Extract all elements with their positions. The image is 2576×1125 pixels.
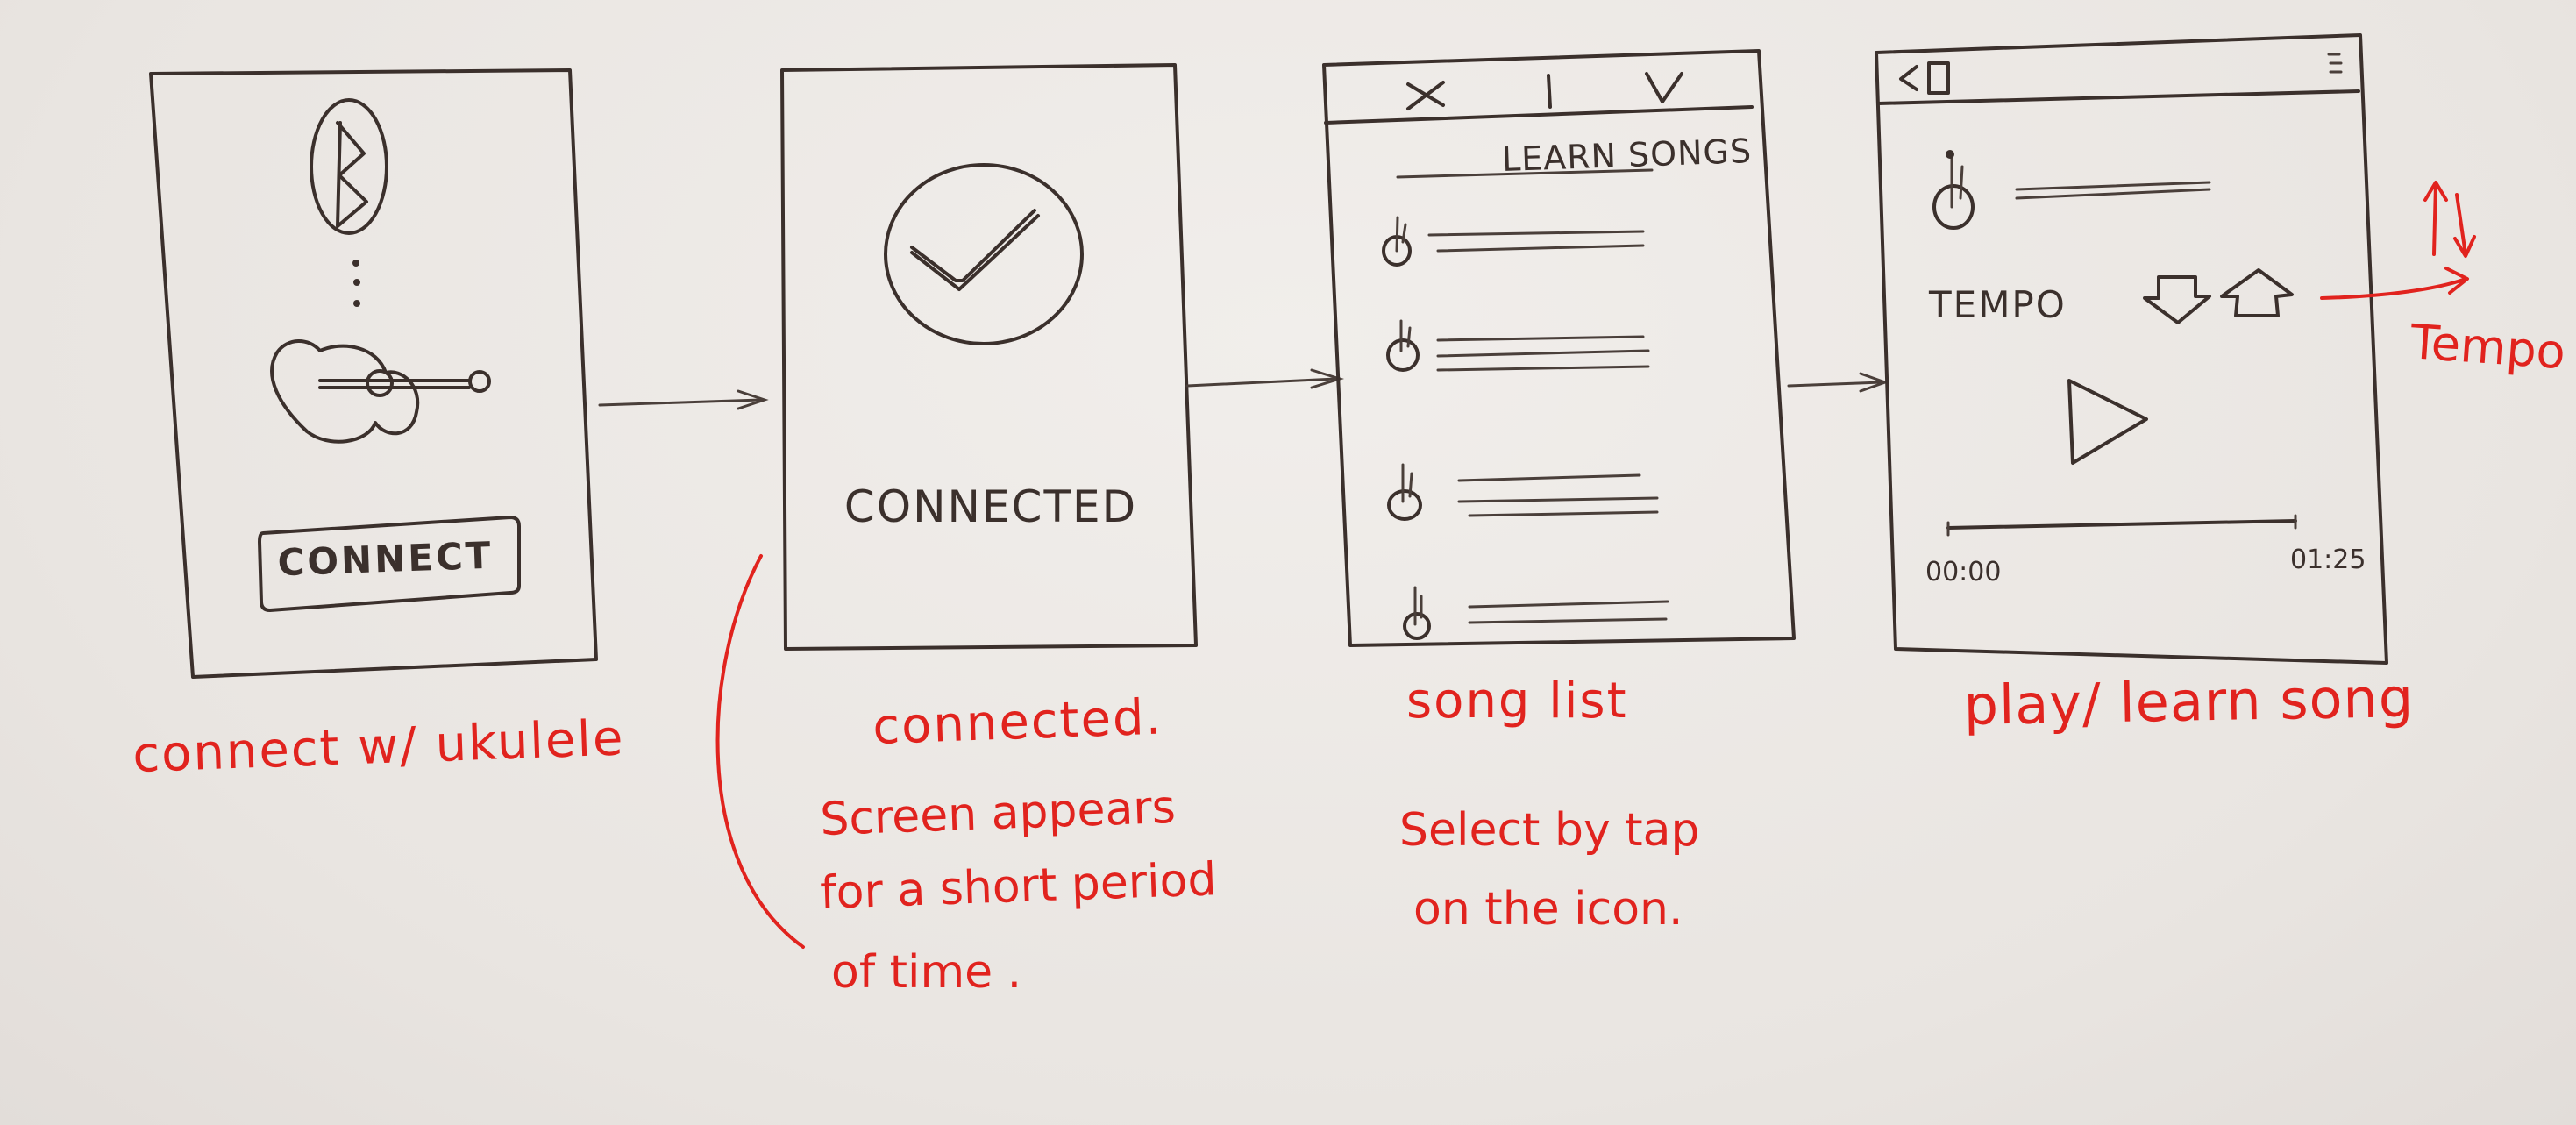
screen-song-list: LEARN SONGS [1322,49,1796,647]
caption-play: play/ learn song [1963,666,2415,737]
screen-connect: CONNECT [149,68,598,679]
ukulele-small-icon [1932,150,1975,230]
back-icon[interactable] [1899,61,1950,95]
song-row[interactable] [1403,586,1669,640]
screen-song-list-frame [1322,49,1796,647]
bluetooth-icon [310,98,388,235]
close-icon[interactable] [1406,81,1445,110]
ukulele-small-icon[interactable] [1386,319,1420,372]
tempo-up-down-arrows [2423,181,2476,258]
connected-note-line: of time . [831,946,1021,999]
bracket-curve [715,554,805,949]
song-title-line [2015,188,2211,200]
connected-note-line: for a short period [819,853,1217,920]
caption-connect: connect w/ ukulele [132,709,625,784]
tempo-pointer-arrow [2320,267,2469,300]
toolbar-separator [1547,74,1552,109]
screen-play: TEMPO 00:00 01:25 [1875,33,2388,665]
song-list-toolbar-divider [1324,105,1754,125]
caption-connected: connected. [872,688,1163,756]
flow-arrow-2 [1185,368,1345,389]
song-row[interactable] [1387,463,1659,521]
tempo-down-arrow-icon[interactable] [2143,275,2211,324]
play-icon[interactable] [2067,379,2148,465]
song-row[interactable] [1382,216,1645,267]
menu-icon[interactable] [2327,53,2343,74]
ukulele-small-icon[interactable] [1382,216,1412,267]
connect-button[interactable]: CONNECT [258,516,521,612]
ukulele-icon [270,339,491,444]
checkmark-circle-icon [884,163,1084,345]
connect-button-label: CONNECT [277,534,495,585]
screen-connected-frame [780,63,1198,651]
screen-play-frame [1875,33,2388,665]
song-list-note-line: Select by tap [1399,804,1700,857]
connected-status-text: CONNECTED [844,481,1137,532]
song-row[interactable] [1386,319,1650,372]
annotations: connect w/ ukulele connected. song list … [132,181,2567,999]
tempo-note: Tempo [2408,314,2567,380]
tempo-up-arrow-icon[interactable] [2220,268,2294,317]
flow-arrow-1 [598,389,769,410]
song-list-title-underline [1396,168,1654,179]
ukulele-small-icon[interactable] [1403,586,1431,640]
screen-connected: CONNECTED [780,63,1198,651]
song-list-note-line: on the icon. [1413,883,1683,936]
tempo-label: TEMPO [1928,283,2067,326]
screen-connect-frame [149,68,598,679]
play-toolbar-divider [1876,89,2360,105]
progress-bar[interactable] [1946,514,2297,537]
flow-arrow-3 [1787,372,1889,393]
time-start: 00:00 [1925,557,2001,587]
connection-dots [352,260,360,307]
song-title-line [2015,181,2211,191]
confirm-check-icon[interactable] [1645,72,1683,103]
connected-note-line: Screen appears [819,781,1176,846]
ukulele-small-icon[interactable] [1387,463,1422,521]
caption-song-list: song list [1406,673,1628,730]
time-end: 01:25 [2290,545,2366,575]
